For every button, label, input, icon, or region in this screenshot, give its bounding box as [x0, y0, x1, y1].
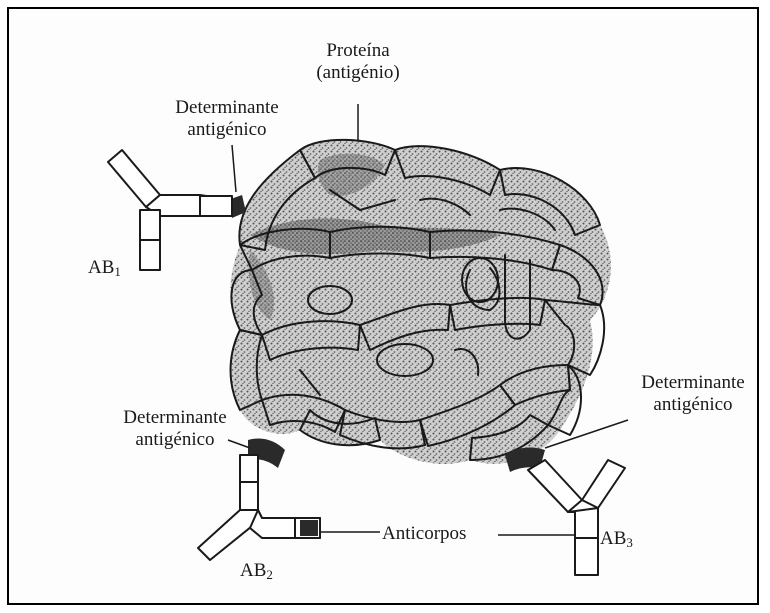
antibody-ab1: [108, 150, 232, 270]
label-ab2: AB2: [240, 560, 273, 586]
label-protein-line1: Proteína: [303, 40, 413, 62]
label-ab3: AB3: [600, 528, 633, 554]
label-ab1: AB1: [88, 257, 121, 283]
label-protein-line2: (antigénio): [303, 62, 413, 84]
antibody-ab2: [198, 455, 320, 560]
label-ab1-sub: 1: [114, 264, 121, 279]
label-determinant-2-line1: Determinante: [110, 407, 240, 429]
label-ab1-base: AB: [88, 257, 114, 278]
label-determinant-3-line2: antigénico: [628, 394, 758, 416]
label-ab2-base: AB: [240, 560, 266, 581]
label-determinant-1-line1: Determinante: [162, 97, 292, 119]
protein-antigen: [231, 140, 611, 464]
label-determinant-2-line2: antigénico: [110, 429, 240, 451]
label-determinant-1: Determinante antigénico: [162, 97, 292, 141]
label-determinant-1-line2: antigénico: [162, 119, 292, 141]
label-ab3-base: AB: [600, 528, 626, 549]
label-determinant-3: Determinante antigénico: [628, 372, 758, 416]
label-protein: Proteína (antigénio): [303, 40, 413, 84]
label-ab2-sub: 2: [266, 567, 273, 582]
label-ab3-sub: 3: [626, 535, 633, 550]
antibody-ab3: [528, 460, 625, 575]
label-anticorpos: Anticorpos: [382, 523, 466, 545]
label-determinant-3-line1: Determinante: [628, 372, 758, 394]
label-determinant-2: Determinante antigénico: [110, 407, 240, 451]
